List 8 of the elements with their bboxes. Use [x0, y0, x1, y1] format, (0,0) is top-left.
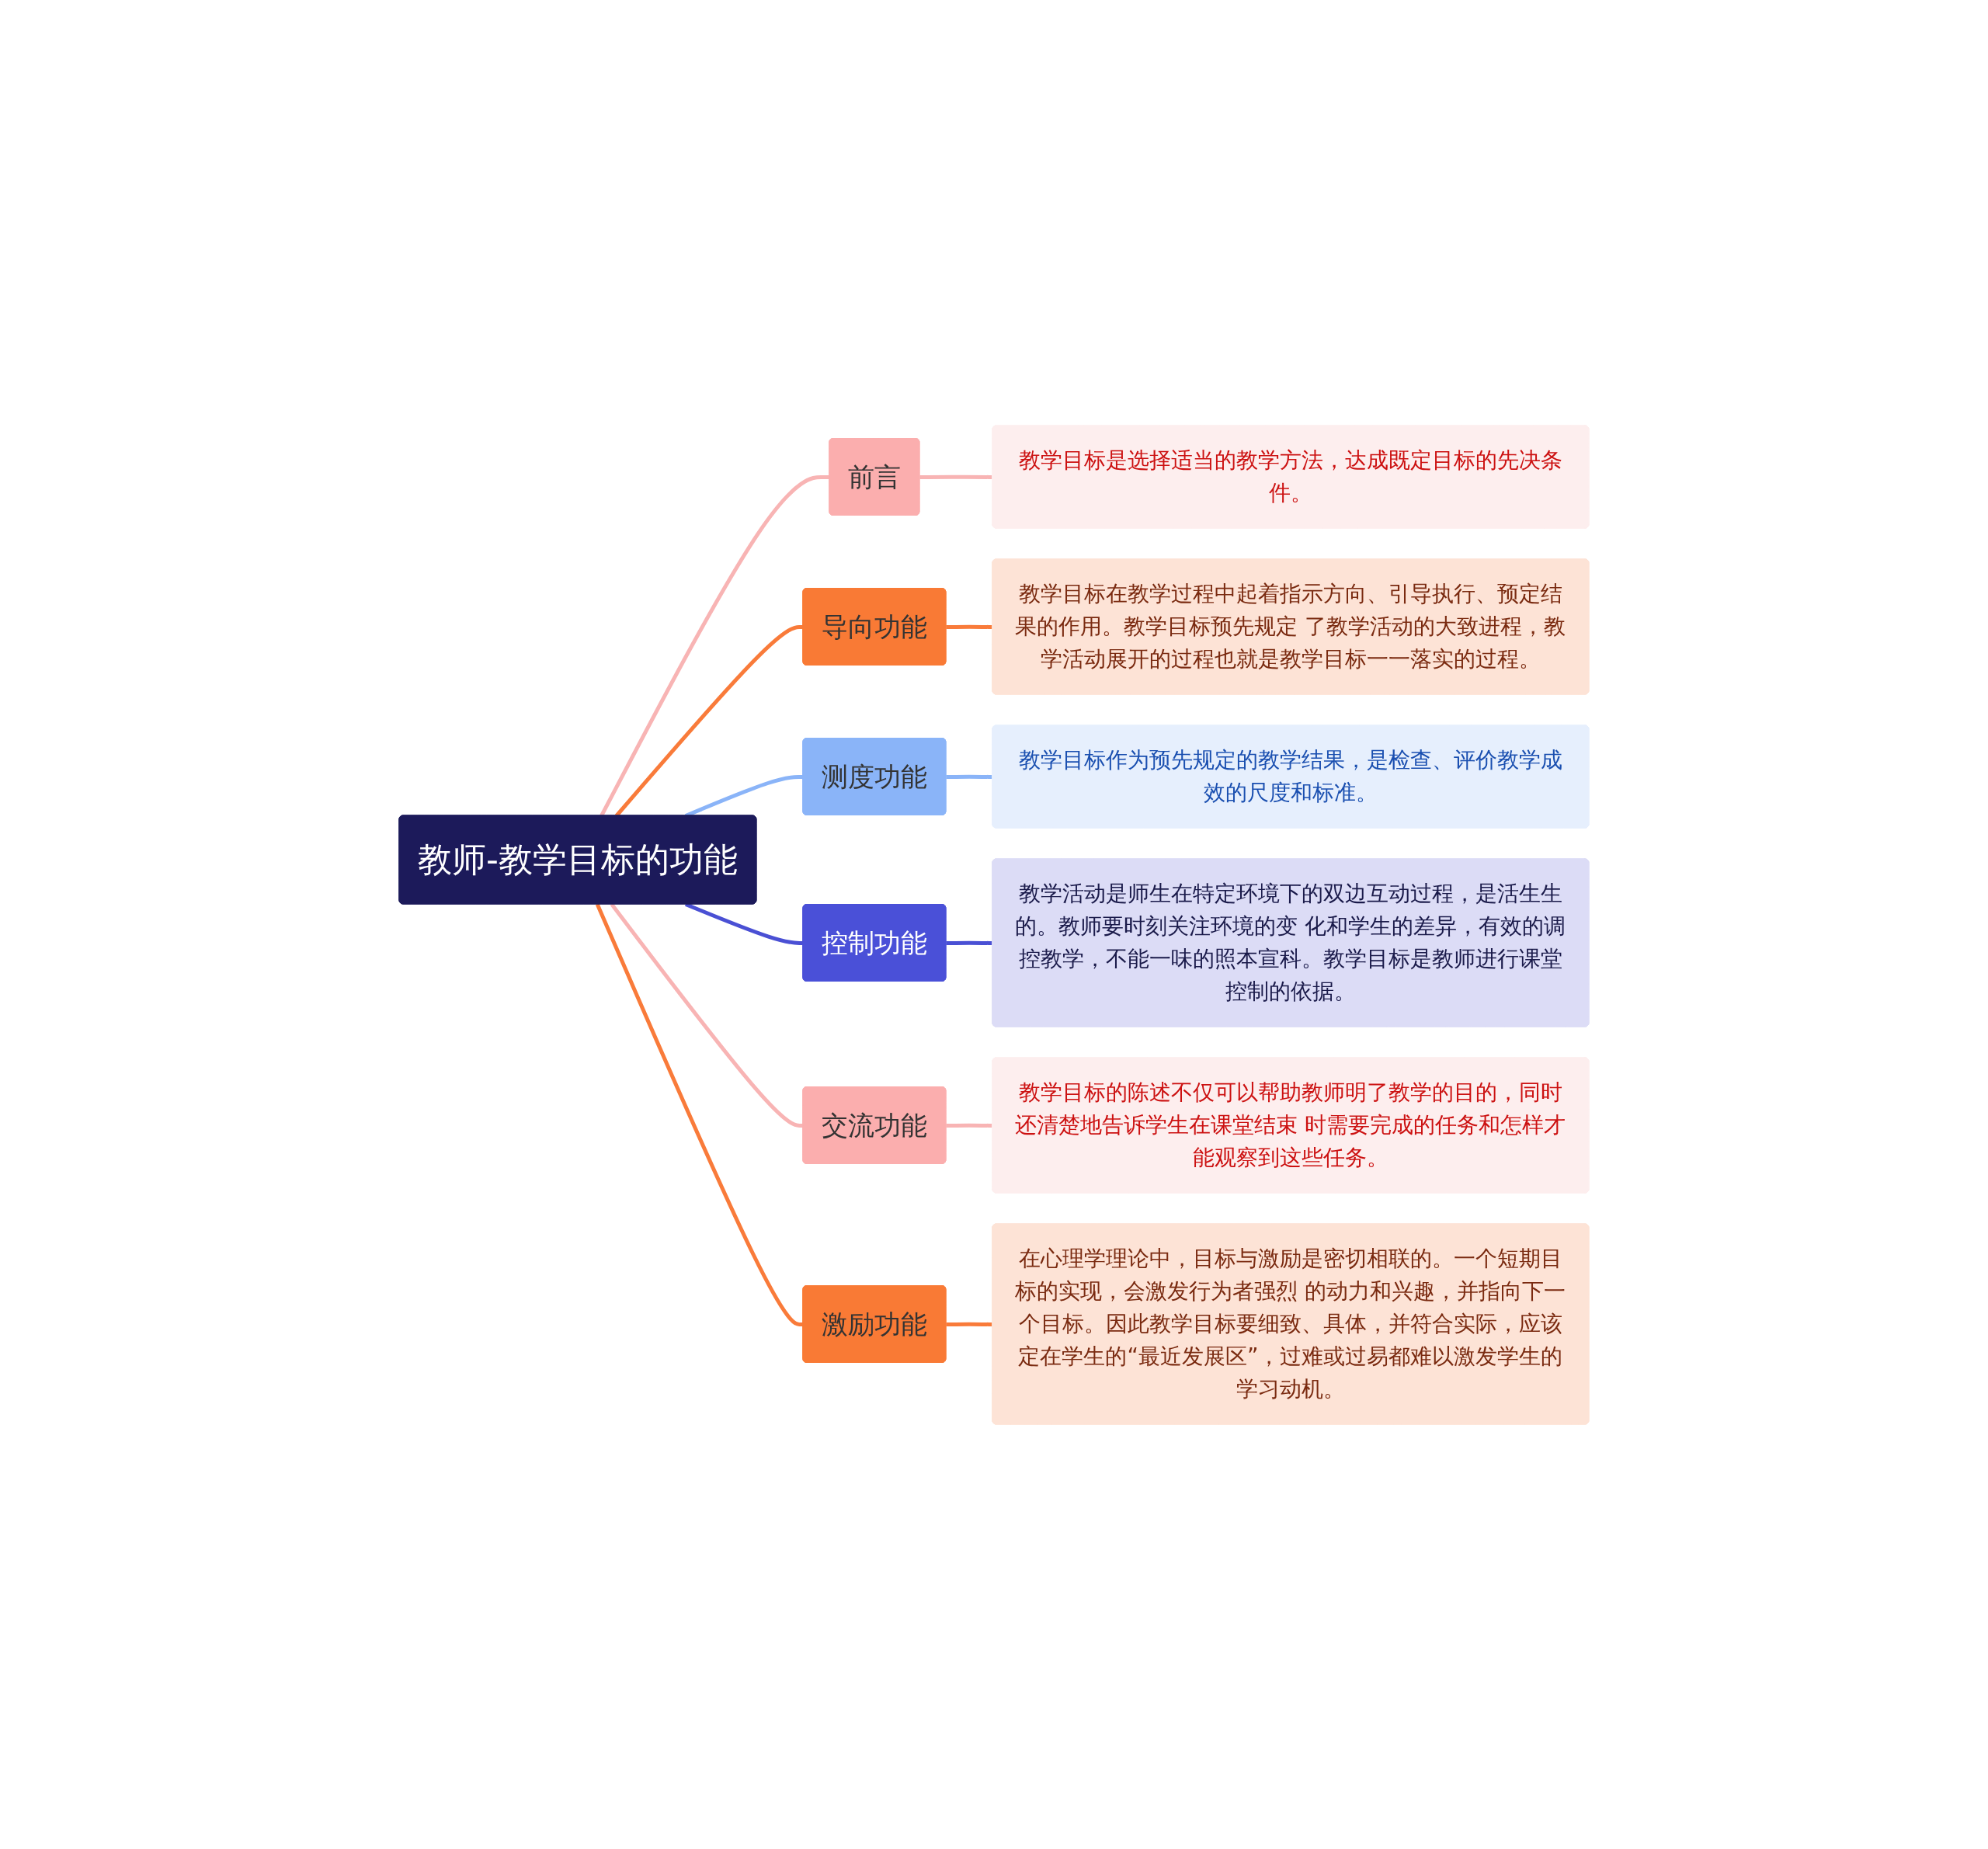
connector	[946, 1322, 993, 1326]
connector	[946, 940, 993, 945]
connector	[946, 774, 993, 779]
connector	[919, 474, 993, 479]
connector	[946, 624, 993, 629]
connector	[610, 902, 804, 1128]
connector	[946, 1123, 993, 1128]
connector	[595, 903, 804, 1326]
